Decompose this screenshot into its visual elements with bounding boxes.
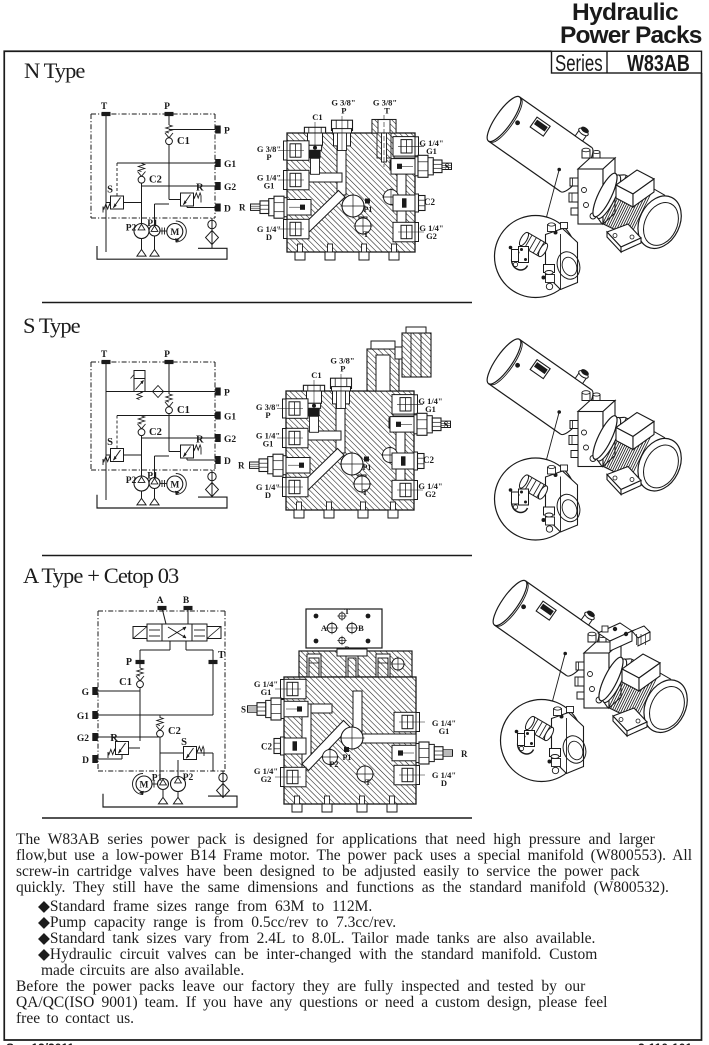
svg-text:P2: P2 [330,760,339,769]
svg-text:T: T [365,778,371,787]
svg-text:T: T [384,106,390,116]
svg-text:R: R [110,733,118,744]
svg-text:D: D [224,204,231,214]
svg-text:T: T [101,102,108,112]
svg-text:G 1/4": G 1/4" [257,173,281,183]
svg-text:S: S [107,437,113,448]
svg-text:C2: C2 [149,427,162,438]
svg-text:D: D [266,232,272,242]
svg-text:G 1/4": G 1/4" [432,718,456,728]
svg-text:G2: G2 [425,489,436,499]
svg-text:C1: C1 [311,370,321,380]
svg-text:P1: P1 [147,472,158,482]
svg-text:M: M [170,228,179,238]
svg-text:R: R [461,749,468,759]
svg-text:G 1/4": G 1/4" [432,770,456,780]
svg-text:G 3/8": G 3/8" [330,356,354,366]
svg-text:P: P [340,364,345,374]
svg-text:S: S [445,162,450,172]
svg-text:G 1/4": G 1/4" [419,138,443,148]
svg-text:C1: C1 [312,112,322,122]
svg-text:G 1/4": G 1/4" [256,431,280,441]
svg-text:G2: G2 [224,435,236,445]
svg-text:G2: G2 [224,183,236,193]
svg-text:G 3/8": G 3/8" [257,144,281,154]
svg-text:R: R [238,461,245,471]
svg-text:R: R [196,435,204,446]
svg-text:C2: C2 [168,726,181,737]
svg-text:M: M [170,481,179,491]
svg-text:C1: C1 [177,405,190,416]
svg-text:G 1/4": G 1/4" [418,396,442,406]
svg-text:P1: P1 [147,219,158,229]
svg-text:T: T [362,488,368,497]
svg-text:G 1/4": G 1/4" [254,766,278,776]
svg-text:G2: G2 [426,231,437,241]
svg-text:C2: C2 [423,455,434,465]
svg-text:P: P [224,126,230,136]
svg-text:G 1/4": G 1/4" [257,224,281,234]
svg-text:G1: G1 [426,146,437,156]
svg-text:T: T [344,607,350,616]
svg-text:P2: P2 [126,224,137,234]
svg-text:G 1/4": G 1/4" [418,481,442,491]
svg-text:P: P [126,657,132,668]
svg-text:R: R [239,203,246,213]
svg-text:G 1/4": G 1/4" [256,482,280,492]
svg-text:P: P [266,152,271,162]
svg-text:G1: G1 [261,687,272,697]
svg-text:P1: P1 [364,205,373,214]
svg-text:G2: G2 [77,734,89,744]
svg-text:S: S [181,737,187,748]
svg-text:C2: C2 [261,742,272,752]
svg-text:S: S [107,185,113,196]
svg-text:D: D [82,756,89,766]
svg-text:P2: P2 [183,773,194,783]
svg-text:P1: P1 [343,753,352,762]
svg-text:G1: G1 [439,726,450,736]
svg-text:G: G [82,688,90,698]
svg-text:C1: C1 [177,136,190,147]
svg-text:C2: C2 [149,175,162,186]
svg-text:C1: C1 [119,677,132,688]
svg-text:P: P [341,106,346,116]
svg-text:G 1/4": G 1/4" [419,223,443,233]
svg-text:B: B [183,596,190,606]
svg-text:A: A [157,596,164,606]
svg-text:G1: G1 [263,439,274,449]
svg-text:P1: P1 [152,774,163,784]
svg-text:P: P [224,388,230,398]
svg-text:D: D [224,457,231,467]
svg-text:S: S [241,705,246,715]
svg-text:G1: G1 [264,181,275,191]
svg-text:T: T [218,650,225,661]
svg-text:G 3/8": G 3/8" [331,98,355,108]
svg-text:T: T [101,350,108,360]
svg-text:P: P [164,102,170,112]
svg-text:G1: G1 [77,712,89,722]
svg-text:P: P [164,350,170,360]
svg-text:S: S [444,420,449,430]
svg-text:G2: G2 [261,774,272,784]
svg-text:R: R [196,183,204,194]
svg-text:B: B [358,623,364,633]
svg-text:P2: P2 [126,476,137,486]
svg-text:G 3/8": G 3/8" [256,402,280,412]
svg-text:G1: G1 [425,404,436,414]
svg-text:C2: C2 [424,197,435,207]
svg-text:G 3/8": G 3/8" [373,98,397,108]
svg-text:P1: P1 [363,463,372,472]
svg-text:A: A [321,623,328,633]
svg-text:P: P [265,410,270,420]
svg-text:T: T [363,230,369,239]
svg-text:D: D [441,778,447,788]
svg-text:G1: G1 [224,412,236,422]
svg-text:G1: G1 [224,160,236,170]
svg-text:D: D [265,490,271,500]
svg-text:G 1/4": G 1/4" [254,679,278,689]
svg-text:M: M [140,781,149,791]
